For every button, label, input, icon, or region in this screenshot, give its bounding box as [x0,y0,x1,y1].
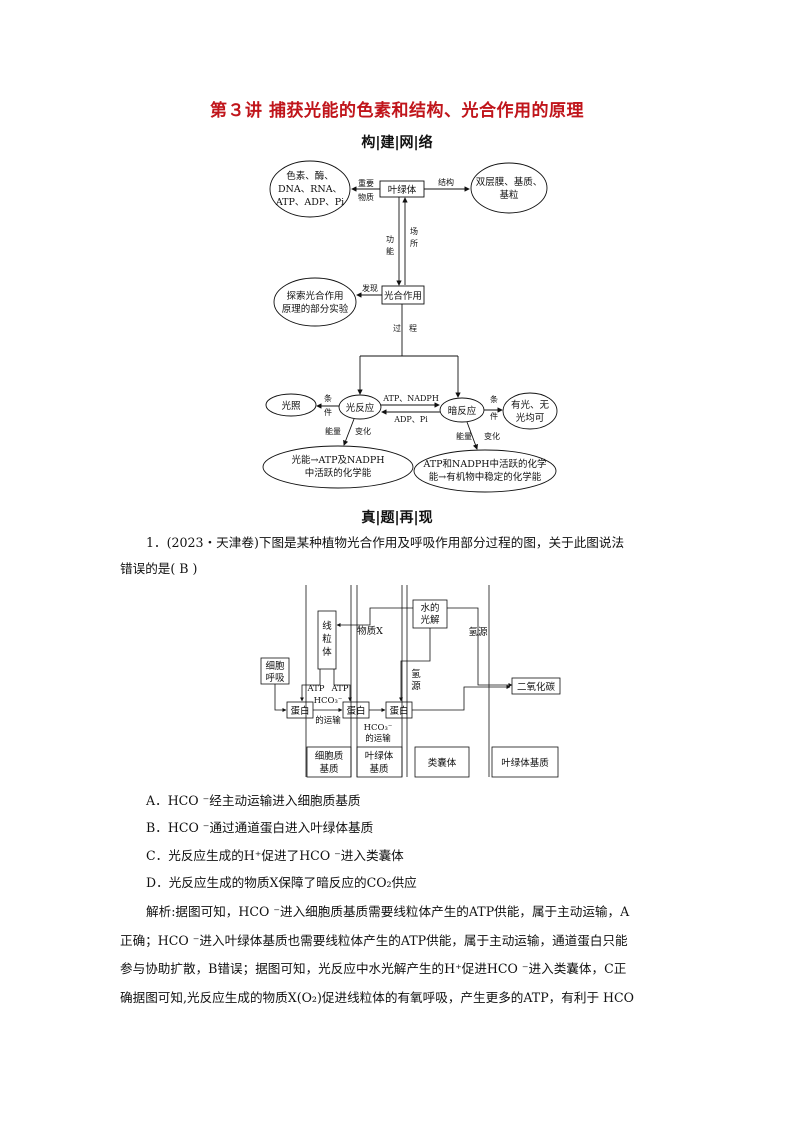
hydrogen-right-label: 氢源 [468,626,488,638]
hco3-transport-1-line-2: 的运输 [315,715,341,726]
hco3-transport-1-line-1: HCO₃⁻ [314,696,343,706]
analysis-line-3: 参与协助扩散，B错误；据图可知，光反应中水光解产生的H⁺促进HCO ⁻进入类囊体… [120,961,627,976]
light-node [265,393,317,417]
substance-x-label: 物质X [357,625,383,637]
function-label-2: 能 [386,246,394,256]
question-line-1: 1．(2023・天津卷)下图是某种植物光合作用及呼吸作用部分过程的图，关于此图说… [146,535,625,550]
concept-map: 色素、酶、 DNA、RNA、 ATP、ADP、Pi 重要 物质 叶绿体 结构 双… [262,160,558,493]
analysis-line-2: 正确；HCO ⁻进入叶绿体基质也需要线粒体产生的ATP供能，属于主动运输，通道蛋… [120,933,628,948]
energy-out-left-node [262,445,414,489]
chloroplast-matrix-left-box [356,746,403,778]
thylakoid-box [414,746,470,778]
process-label: 过 程 [393,323,417,333]
cytoplasm-matrix-2: 基质 [319,763,339,775]
pigments-line-1: 色素、酶、 [286,170,334,182]
energy-out-left-1: 光能→ATP及NADPH [292,454,385,466]
hco3-transport-2-line-2: 的运输 [365,733,391,744]
chloroplast-matrix-l-2: 基质 [369,763,389,775]
function-label-1: 功 [386,234,394,244]
pigments-line-2: DNA、RNA、 [278,184,342,195]
with-light-line-2: 光均可 [516,412,545,424]
respiration-line-2: 呼吸 [265,673,285,684]
membranes-line-2: 基粒 [499,189,519,201]
condition-left-2: 件 [324,407,332,417]
adp-pi-label: ADP、Pi [393,415,428,424]
chloroplast-matrix-right-box [491,746,559,778]
important-label-1: 重要 [358,178,374,188]
with-light-line-1: 有光、无 [511,399,550,411]
explore-line-2: 原理的部分实验 [282,303,349,315]
analysis-line-4: 确据图可知,光反应生成的物质X(O₂)促进线粒体的有氧呼吸，产生更多的ATP，有… [120,990,634,1005]
mito-line-2: 粒 [322,633,332,645]
co2-label: 二氧化碳 [517,681,556,693]
chloroplast-matrix-r-label: 叶绿体基质 [501,757,549,769]
analysis-line-1: 解析:据图可知，HCO ⁻进入细胞质基质需要线粒体产生的ATP供能，属于主动运输… [146,904,630,919]
option-a: A．HCO ⁻经主动运输进入细胞质基质 [146,793,361,808]
respiration-line-1: 细胞 [265,660,285,672]
cytoplasm-matrix-box [306,746,352,778]
protein-1-label: 蛋白 [290,705,309,717]
atp-nadph-label: ATP、NADPH [382,394,439,403]
photosynthesis-label: 光合作用 [384,290,422,302]
chloroplast-matrix-l-1: 叶绿体 [365,750,394,762]
mito-line-1: 线 [322,620,332,632]
with-without-light-node [502,392,558,430]
protein-3-label: 蛋白 [389,705,408,717]
option-b: B．HCO ⁻通过通道蛋白进入叶绿体基质 [146,820,374,835]
condition-left-1: 条 [324,393,332,403]
energy-out-right-node [413,449,557,493]
membranes-line-1: 双层膜、基质、 [476,176,543,188]
hydrogen-mid-2: 源 [411,681,421,692]
dark-reaction-label: 暗反应 [448,405,477,417]
cytoplasm-matrix-1: 细胞质 [315,750,344,762]
energy-out-right-1: ATP和NADPH中活跃的化学 [422,458,546,470]
light-reaction-node [338,394,382,420]
change-left-label: 变化 [355,426,371,436]
explore-node [273,277,357,327]
water-split-line-1: 水的 [420,602,439,614]
water-split-line-2: 光解 [420,614,440,626]
hco3-transport-2-line-1: HCO₃⁻ [364,723,393,733]
mitochondria-box [317,610,337,670]
light-reaction-label: 光反应 [346,402,375,414]
atp-left-label: ATP [306,684,324,694]
light-label: 光照 [281,400,301,412]
pigments-node [269,160,351,218]
mito-line-3: 体 [322,646,332,658]
energy-out-left-2: 中活跃的化学能 [305,467,372,479]
change-right-label: 变化 [484,431,500,441]
energy-out-right-2: 能→有机物中稳定的化学能 [429,471,542,483]
section-heading-exam: 真|题|再|现 [361,510,433,526]
atp-right-label: ATP [330,684,348,694]
energy-right-label: 能量 [456,431,472,441]
hydrogen-mid-1: 氢 [411,668,421,680]
structure-label: 结构 [438,177,454,187]
energy-left-label: 能量 [325,426,341,436]
option-c: C．光反应生成的H⁺促进了HCO ⁻进入类囊体 [146,848,404,863]
pigments-line-3: ATP、ADP、Pi [275,197,344,208]
site-label-1: 场 [410,227,418,236]
option-d: D．光反应生成的物质X保障了暗反应的CO₂供应 [146,875,417,890]
site-label-2: 所 [410,238,418,248]
cell-figure: 细胞 呼吸 线 粒 体 物质X 水的 光解 氢源 氢 源 ATP ATP 蛋白 … [260,585,561,778]
section-heading-network: 构|建|网|络 [361,135,433,151]
membranes-node [470,162,548,214]
thylakoid-label: 类囊体 [428,757,457,769]
condition-right-1: 条 [490,394,498,404]
discover-label: 发现 [362,283,378,293]
question-line-2: 错误的是( B ) [120,561,198,576]
page-title: 第３讲 捕获光能的色素和结构、光合作用的原理 [210,101,584,121]
important-label-2: 物质 [358,192,374,202]
protein-2-label: 蛋白 [346,705,365,717]
chloroplast-label: 叶绿体 [388,184,417,196]
explore-line-1: 探索光合作用 [286,290,343,302]
condition-right-2: 件 [490,411,498,421]
